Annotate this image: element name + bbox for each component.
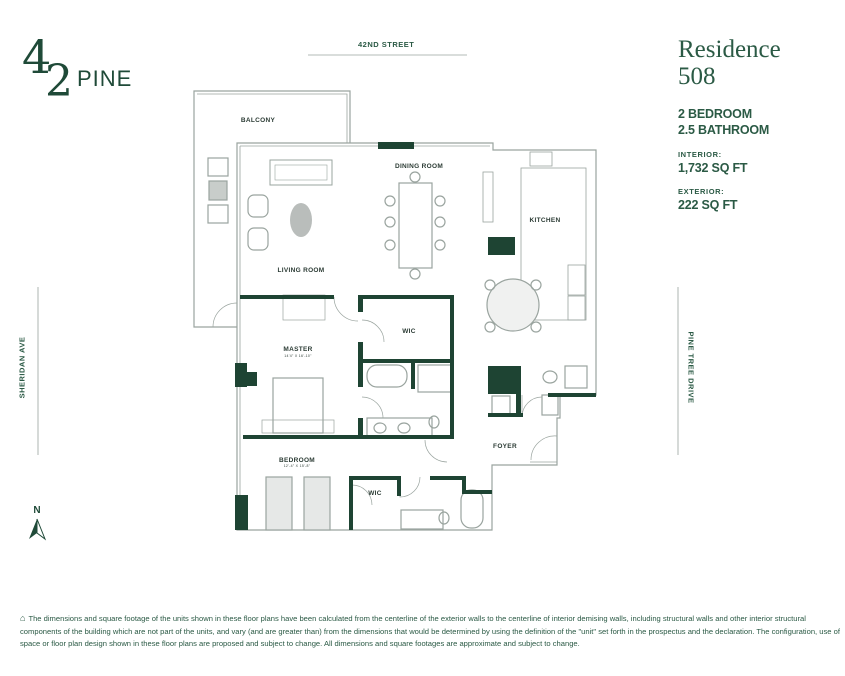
dining-table	[398, 182, 433, 269]
room-label-bedroom: BEDROOM	[279, 457, 315, 464]
residence-title-line1: Residence	[678, 36, 781, 63]
room-label-dining: DINING ROOM	[395, 163, 443, 170]
logo-digit-2: 2	[45, 56, 73, 107]
room-label-wic-bedroom: WIC	[368, 490, 382, 497]
logo-42-pine: 4 2 PINE	[20, 30, 150, 116]
room-label-foyer: FOYER	[493, 443, 517, 450]
street-right: PINE TREE DRIVE	[686, 331, 696, 404]
north-arrow-icon: N	[29, 505, 47, 541]
coffee-table	[290, 203, 312, 237]
room-label-kitchen: KITCHEN	[530, 217, 561, 224]
logo-digit-4: 4	[22, 30, 52, 84]
logo-word: PINE	[77, 66, 133, 91]
interior-label: INTERIOR:	[678, 150, 722, 159]
room-label-living: LIVING ROOM	[278, 267, 325, 274]
room-label-balcony: BALCONY	[241, 117, 276, 124]
breakfast-table	[486, 278, 540, 332]
interior-value: 1,732 SQ FT	[678, 161, 748, 175]
disclaimer: ⌂The dimensions and square footage of th…	[20, 612, 840, 651]
interior-walls	[235, 142, 596, 530]
street-left: SHERIDAN AVE	[17, 336, 27, 399]
sofa	[269, 159, 333, 186]
room-label-wic-master: WIC	[402, 328, 416, 335]
north-label: N	[33, 505, 40, 516]
residence-title: Residence 508	[678, 36, 838, 90]
balcony-outline	[193, 90, 351, 328]
residence-number: 508	[678, 63, 716, 90]
bedroom-count: 2 BEDROOM	[678, 107, 752, 121]
disclaimer-text: The dimensions and square footage of the…	[20, 614, 840, 648]
street-top: 42ND STREET	[358, 40, 415, 49]
room-dims-bedroom: 12'-4" X 15'-8"	[284, 464, 311, 468]
exterior-value: 222 SQ FT	[678, 198, 738, 212]
room-label-master: MASTER	[283, 346, 312, 353]
home-icon: ⌂	[20, 613, 26, 623]
residence-info: Residence 508 2 BEDROOM 2.5 BATHROOM INT…	[678, 36, 838, 212]
master-bed	[272, 377, 324, 434]
room-dims-master: 14'4" X 16'-10"	[284, 354, 312, 358]
exterior-label: EXTERIOR:	[678, 187, 725, 196]
bathroom-count: 2.5 BATHROOM	[678, 123, 770, 137]
exterior-wall	[236, 142, 597, 531]
